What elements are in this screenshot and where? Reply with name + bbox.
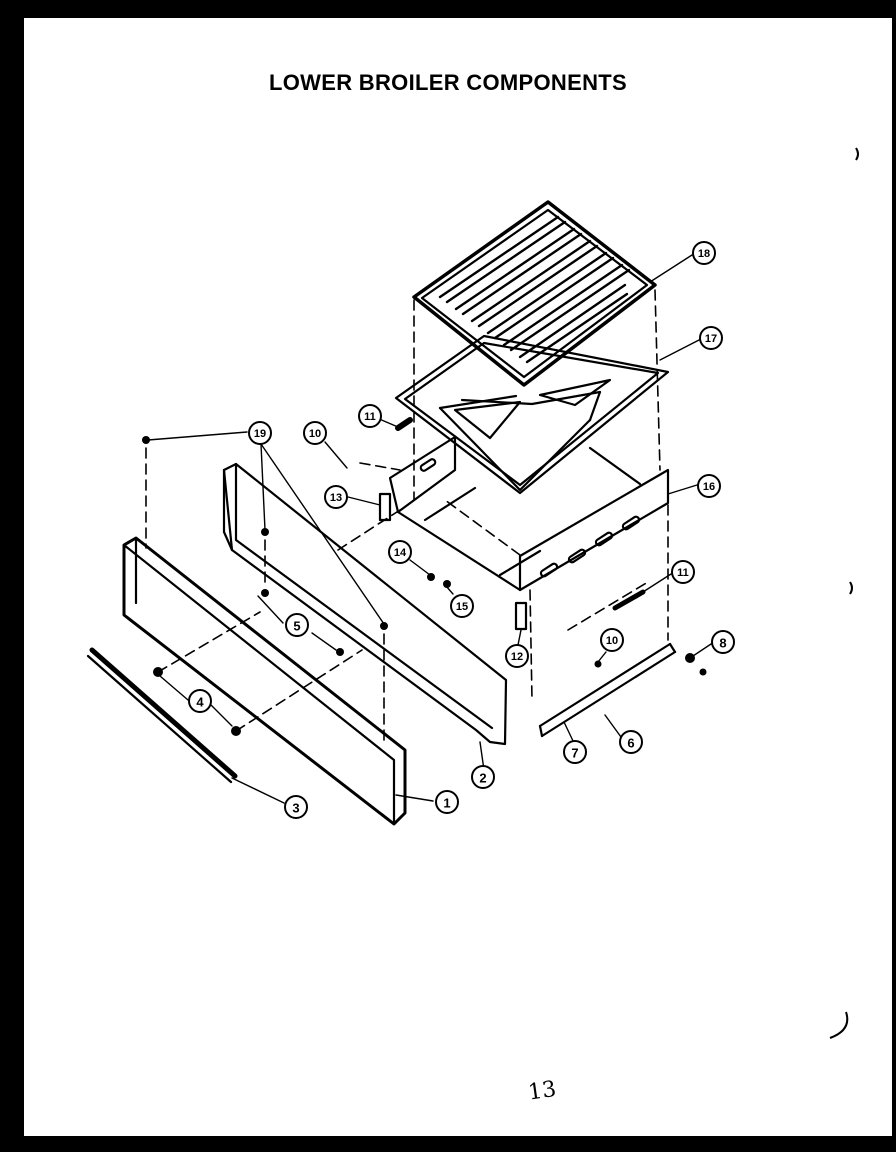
drawer-rail-part: [538, 642, 677, 738]
callout-label-2: 2: [479, 771, 486, 786]
spring-11-upper-part: [395, 417, 413, 431]
callout-1: 1: [435, 790, 459, 814]
callout-3: 3: [284, 795, 308, 819]
callout-11-upper: 11: [358, 404, 382, 428]
broiler-grid-part: [412, 200, 657, 387]
callout-label-16: 16: [703, 481, 715, 493]
callout-15: 15: [450, 594, 474, 618]
callout-7: 7: [563, 740, 587, 764]
callout-8: 8: [711, 630, 735, 654]
callout-17: 17: [699, 326, 723, 350]
callout-label-17: 17: [705, 333, 717, 345]
callout-label-10-upper: 10: [309, 428, 321, 440]
callout-19: 19: [248, 421, 272, 445]
callout-16: 16: [697, 474, 721, 498]
callout-label-11-lower: 11: [677, 567, 689, 579]
callout-14: 14: [388, 540, 412, 564]
scan-artifacts: [829, 147, 859, 1039]
spring-11-lower-part: [612, 589, 646, 611]
callout-label-12: 12: [511, 651, 523, 663]
callout-12: 12: [505, 644, 529, 668]
callout-10-upper: 10: [303, 421, 327, 445]
callout-label-5: 5: [293, 619, 300, 634]
callout-4: 4: [188, 689, 212, 713]
drawer-front-part: [122, 536, 407, 826]
callout-label-1: 1: [443, 796, 450, 811]
bottom-edge-noise: [60, 1136, 870, 1143]
bracket-12-part: [514, 601, 528, 631]
callout-10-lower: 10: [600, 628, 624, 652]
callout-label-11-upper: 11: [364, 411, 376, 423]
inner-drawer-panel-part: [222, 462, 508, 746]
callout-label-10-lower: 10: [606, 635, 618, 647]
callout-group: 1 2 3 4 5 6 7 8 10 10 11 11 12 13 14 15 …: [188, 241, 735, 819]
broiler-pan-part: [394, 334, 670, 495]
callout-label-3: 3: [292, 801, 299, 816]
broiler-drawer-part: [388, 435, 670, 592]
diagram-title: LOWER BROILER COMPONENTS: [269, 70, 627, 95]
callout-2: 2: [471, 765, 495, 789]
bracket-13-part: [378, 492, 392, 522]
callout-11-lower: 11: [671, 560, 695, 584]
callout-label-19: 19: [254, 428, 266, 440]
callout-label-4: 4: [196, 695, 204, 710]
callout-6: 6: [619, 730, 643, 754]
callout-label-7: 7: [571, 746, 578, 761]
document-page: [24, 18, 892, 1136]
handle-rod-part: [86, 647, 238, 784]
callout-13: 13: [324, 485, 348, 509]
callout-5: 5: [285, 613, 309, 637]
callout-label-13: 13: [330, 492, 342, 504]
callout-label-18: 18: [698, 248, 710, 260]
callout-label-8: 8: [719, 636, 726, 651]
callout-18: 18: [692, 241, 716, 265]
callout-label-6: 6: [627, 736, 634, 751]
callout-label-14: 14: [394, 547, 407, 559]
callout-label-15: 15: [456, 601, 468, 613]
handwritten-page-mark: 13: [527, 1077, 558, 1106]
